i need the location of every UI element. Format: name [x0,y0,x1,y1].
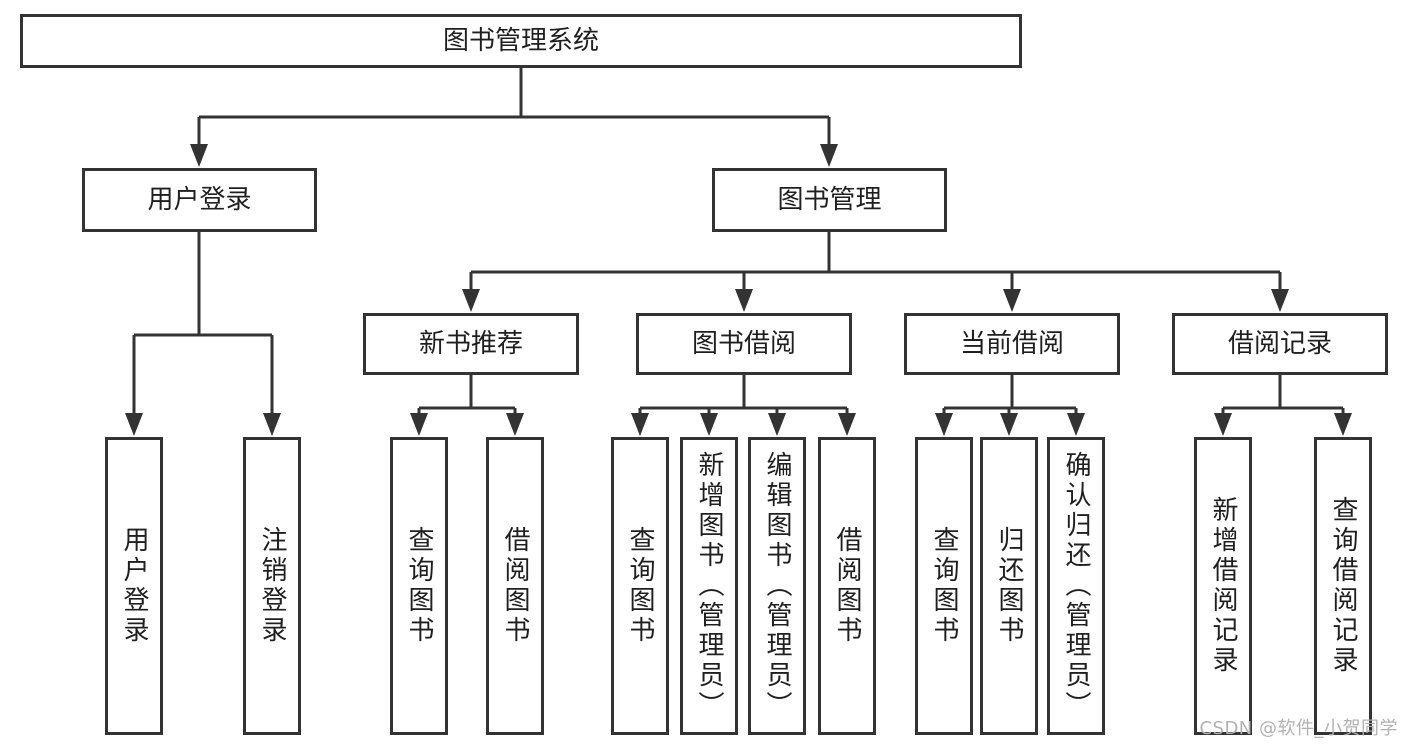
connector-userlogin-to-leaves [125,232,281,436]
node-label: 归还图书 [994,526,1024,646]
node-label: 查询借阅记录 [1328,496,1358,676]
node-label: 注销登录 [257,526,287,646]
leaf-add-books-admin: 新增图书（管理员） [680,437,738,735]
node-label: 确认归还（管理员） [1061,451,1091,721]
leaf-confirm-return-admin: 确认归还（管理员） [1047,437,1105,735]
node-book-borrowing: 图书借阅 [636,313,852,375]
node-label: 查询图书 [929,526,959,646]
node-user-login: 用户登录 [82,168,317,232]
leaf-query-books-current: 查询图书 [915,437,973,735]
node-label: 编辑图书（管理员） [762,451,792,721]
node-label: 新增借阅记录 [1208,496,1238,676]
node-new-book-recommend: 新书推荐 [363,313,579,375]
node-label: 图书管理系统 [442,26,599,56]
node-book-management: 图书管理 [712,168,947,232]
node-label: 查询图书 [625,526,655,646]
leaf-add-borrow-record: 新增借阅记录 [1194,437,1252,735]
node-label: 当前借阅 [959,329,1064,359]
node-borrow-records: 借阅记录 [1172,313,1388,375]
node-label: 图书借阅 [691,329,796,359]
node-label: 借阅图书 [832,526,862,646]
leaf-query-books-recommend: 查询图书 [390,437,448,735]
leaf-query-books-borrowing: 查询图书 [611,437,669,735]
connector-newbook-to-leaves [410,375,524,436]
connector-bookborrow-to-leaves [631,375,856,436]
node-label: 查询图书 [404,526,434,646]
leaf-logout: 注销登录 [243,437,301,735]
node-current-borrowing: 当前借阅 [904,313,1120,375]
leaf-query-borrow-record: 查询借阅记录 [1314,437,1372,735]
leaf-borrow-books-borrowing: 借阅图书 [818,437,876,735]
node-label: 图书管理 [777,185,882,215]
node-label: 借阅记录 [1227,329,1332,359]
connector-borrowrecords-to-leaves [1214,375,1352,436]
node-label: 用户登录 [119,526,149,646]
leaf-return-books: 归还图书 [980,437,1038,735]
connector-bookmgmt-to-level3 [462,232,1289,312]
leaf-edit-books-admin: 编辑图书（管理员） [748,437,806,735]
node-label: 借阅图书 [500,526,530,646]
node-label: 用户登录 [147,185,252,215]
leaf-borrow-books-recommend: 借阅图书 [486,437,544,735]
connector-root-to-level2 [190,68,838,167]
csdn-watermark: CSDN @软件_小贺同学 [1199,718,1398,739]
connector-currentborrow-to-leaves [935,375,1085,436]
node-label: 新书推荐 [418,329,523,359]
node-library-system: 图书管理系统 [20,14,1022,68]
node-label: 新增图书（管理员） [694,451,724,721]
leaf-user-login: 用户登录 [105,437,163,735]
